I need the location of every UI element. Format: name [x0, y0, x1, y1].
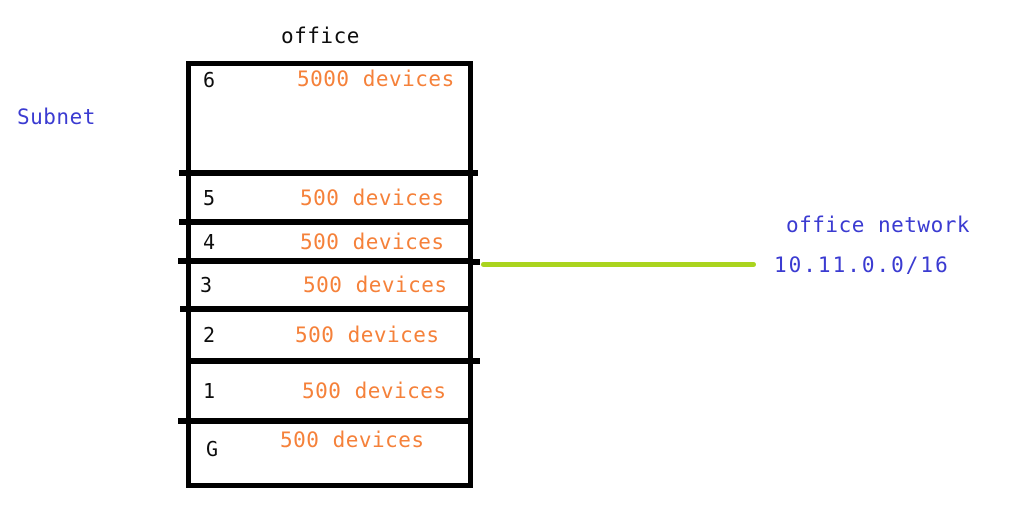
floor-number: 5 [203, 185, 216, 210]
floor-row-2: 2 500 devices [191, 312, 468, 364]
floor-row-5: 5 500 devices [191, 176, 468, 225]
line-overhang [178, 258, 186, 264]
floor-devices: 500 devices [280, 428, 425, 452]
line-overhang [179, 219, 187, 225]
floor-row-3: 3 500 devices [191, 264, 468, 312]
subnet-label: Subnet [17, 105, 96, 129]
floor-number: 3 [200, 273, 213, 297]
floor-devices: 500 devices [302, 379, 447, 403]
building-title: office [281, 24, 360, 48]
network-cidr: 10.11.0.0/16 [774, 253, 950, 277]
floor-row-6: 6 5000 devices [191, 66, 468, 176]
line-overhang [472, 170, 478, 176]
floor-devices: 500 devices [300, 185, 445, 210]
network-name: office network [786, 213, 971, 237]
floor-devices: 500 devices [300, 229, 445, 254]
line-overhang [472, 259, 480, 265]
floor-number: 2 [203, 323, 216, 347]
floor-number: 4 [203, 229, 216, 254]
floor-devices: 500 devices [303, 273, 448, 297]
line-overhang [179, 170, 187, 176]
floor-devices: 5000 devices [297, 67, 455, 91]
building-outline: 6 5000 devices 5 500 devices 4 500 devic… [186, 61, 473, 488]
floor-row-1: 1 500 devices [191, 364, 468, 424]
floor-number: 6 [203, 68, 216, 92]
floor-number: 1 [203, 379, 216, 403]
network-link-line [481, 262, 756, 267]
floor-row-ground: G 500 devices [191, 424, 468, 483]
line-overhang [180, 306, 188, 312]
line-overhang [178, 418, 186, 424]
line-overhang [472, 358, 480, 364]
floor-devices: 500 devices [295, 323, 440, 347]
floor-number: G [206, 437, 219, 461]
floor-row-4: 4 500 devices [191, 225, 468, 264]
